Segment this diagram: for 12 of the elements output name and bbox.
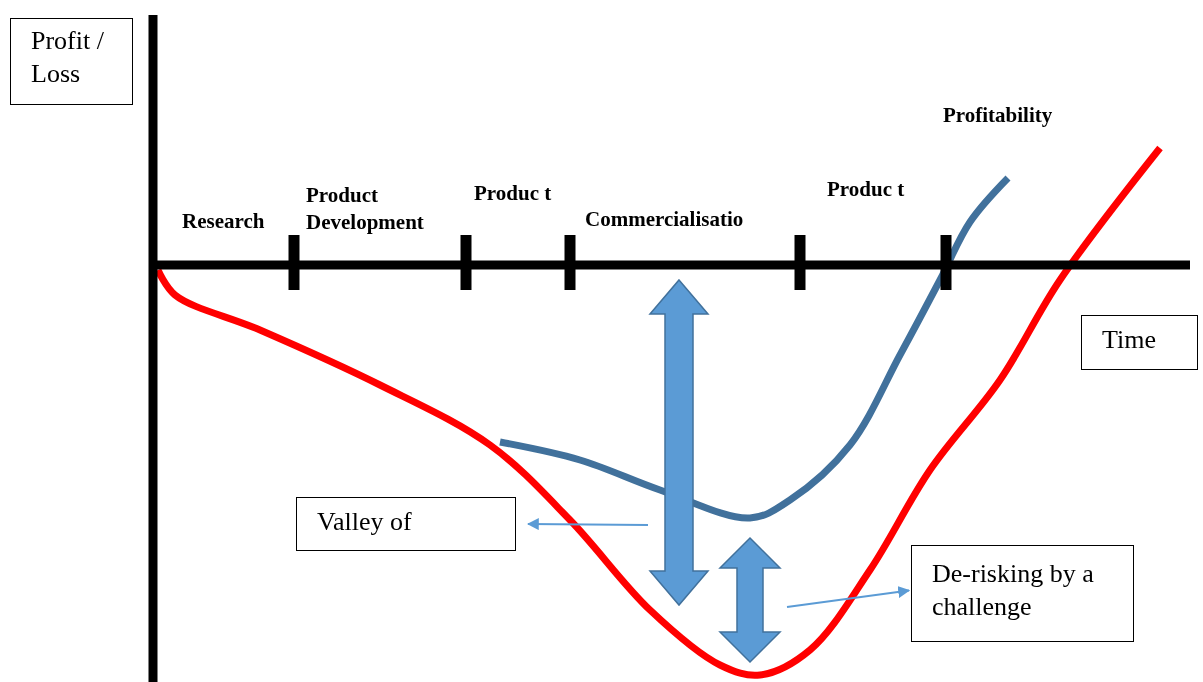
axis-label: Profitability bbox=[943, 102, 1054, 129]
arrow bbox=[526, 518, 649, 531]
text-box: De-risking by a challenge bbox=[911, 545, 1134, 642]
axis-label: Produc t bbox=[827, 176, 906, 203]
axis-label: Produc t bbox=[474, 180, 553, 207]
axis-label: Commercialisatio bbox=[585, 206, 745, 233]
text-box: Time bbox=[1081, 315, 1198, 370]
axis-label: Research bbox=[182, 208, 266, 235]
arrow bbox=[786, 586, 911, 608]
text-box: Valley of bbox=[296, 497, 516, 551]
axis-label: Product Development bbox=[306, 182, 425, 237]
text-box: Profit / Loss bbox=[10, 18, 133, 105]
